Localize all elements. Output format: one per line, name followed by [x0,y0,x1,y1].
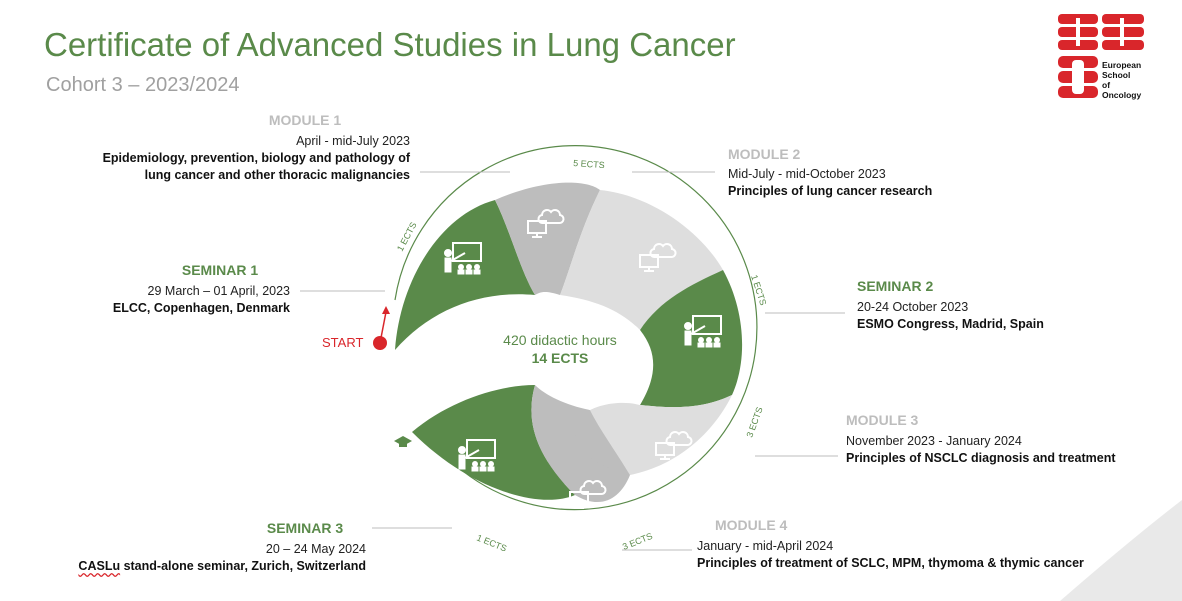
segment-module2 [560,190,723,330]
seminar3-desc-rest: stand-alone seminar, Zurich, Switzerland [120,559,366,573]
seminar1-desc: ELCC, Copenhagen, Denmark [112,301,290,315]
graduation-cap-icon [394,436,412,447]
online-learning-icon [527,209,565,238]
module4-block: MODULE 4 January - mid-April 2024 Princi… [697,517,1097,572]
seminar3-heading: SEMINAR 3 [266,520,344,536]
segment-module4-wedge [531,385,630,503]
center-summary: 420 didactic hours 14 ECTS [470,332,650,366]
ects-label-seminar2: 1 ECTS [749,274,768,307]
seminar2-block: SEMINAR 2 20-24 October 2023 ESMO Congre… [857,278,1097,333]
module4-dates: January - mid-April 2024 [697,539,834,553]
outer-ring [394,145,758,511]
ects-label-seminar1: 1 ECTS [395,220,419,253]
page-subtitle: Cohort 3 – 2023/2024 [46,74,240,96]
teacher-presentation-icon [458,439,496,472]
ects-label-seminar3: 1 ECTS [475,533,508,554]
teacher-presentation-icon [684,315,722,348]
module4-desc: Principles of treatment of SCLC, MPM, th… [697,556,1084,570]
module3-block: MODULE 3 November 2023 - January 2024 Pr… [846,412,1146,467]
module1-desc-line1: Epidemiology, prevention, biology and pa… [102,151,410,165]
teacher-presentation-icon [444,242,482,275]
page-title: Certificate of Advanced Studies in Lung … [44,26,736,63]
start-arrow-head [382,306,390,314]
segment-module3 [590,395,732,475]
online-learning-icon [655,431,693,460]
online-learning-icon [569,480,607,509]
seminar1-heading: SEMINAR 1 [181,262,259,278]
total-ects: 14 ECTS [531,350,589,366]
seminar3-desc-abbrev: CASLu [78,559,121,573]
seminar3-dates: 20 – 24 May 2024 [265,542,366,556]
start-label: START [322,335,364,350]
seminar3-block: SEMINAR 3 20 – 24 May 2024 CASLu stand-a… [60,520,366,575]
module1-heading: MODULE 1 [268,112,342,128]
module2-desc: Principles of lung cancer research [728,184,933,198]
seminar3-desc: CASLu stand-alone seminar, Zurich, Switz… [60,558,366,575]
module1-block: MODULE 1 April - mid-July 2023 Epidemiol… [100,112,410,184]
didactic-hours: 420 didactic hours [503,332,617,348]
module3-desc: Principles of NSCLC diagnosis and treatm… [846,451,1116,465]
ects-label-module3: 3 ECTS [744,406,764,439]
seminar2-dates: 20-24 October 2023 [857,300,969,314]
seminar1-dates: 29 March – 01 April, 2023 [147,284,290,298]
seminar2-heading: SEMINAR 2 [857,278,934,294]
module3-heading: MODULE 3 [846,412,919,428]
ects-label-module1: 5 ECTS [573,158,605,170]
start-dot [373,336,387,350]
module3-dates: November 2023 - January 2024 [846,434,1022,448]
eso-logo [1058,14,1144,98]
logo-text: European School of Oncology [1102,60,1142,100]
online-learning-icon [639,243,677,272]
segment-seminar1 [395,200,535,350]
seminar1-block: SEMINAR 1 29 March – 01 April, 2023 ELCC… [90,262,290,317]
segment-seminar3 [412,385,575,500]
seminar2-desc: ESMO Congress, Madrid, Spain [857,317,1044,331]
module2-dates: Mid-July - mid-October 2023 [728,167,886,181]
segment-module1 [495,182,600,295]
module1-dates: April - mid-July 2023 [296,134,410,148]
module4-heading: MODULE 4 [715,517,788,533]
module1-desc-line2: lung cancer and other thoracic malignanc… [144,168,410,182]
center-hole [483,299,650,410]
decorative-swoosh [1060,500,1182,601]
ects-label-module4: 3 ECTS [621,531,654,552]
module2-heading: MODULE 2 [728,146,801,162]
module2-block: MODULE 2 Mid-July - mid-October 2023 Pri… [728,146,988,200]
